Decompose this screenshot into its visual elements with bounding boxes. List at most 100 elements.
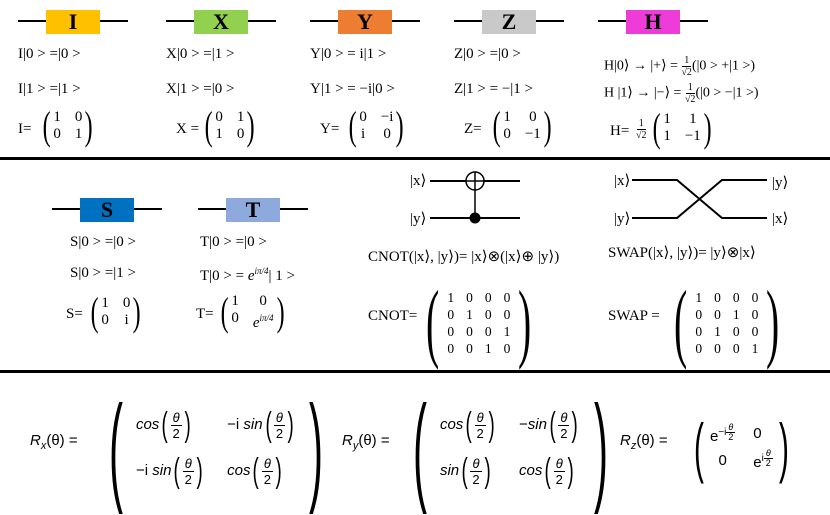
- gate-z-matrix-cell: 1: [503, 109, 511, 125]
- swapmat-cell: 1: [751, 341, 759, 356]
- control-dot-icon: [469, 212, 481, 224]
- gate-h-box: H: [626, 9, 680, 34]
- gate-h-matrix-cell: −1: [684, 128, 701, 144]
- gate-x-box: X: [194, 9, 248, 34]
- gate-i-matrix-cell: 0: [53, 126, 61, 142]
- swapmat-cell: 0: [695, 324, 703, 339]
- gate-x-label: X: [213, 9, 229, 34]
- gate-z-matrix-cell: 0: [503, 126, 511, 142]
- gate-s-matrix-cell: 0: [122, 295, 131, 311]
- gate-t-box: T: [226, 197, 280, 222]
- cnotmat-cell: 0: [503, 290, 511, 305]
- gate-y-matrix-cell: i: [360, 126, 366, 142]
- cnotmat-cell: 0: [503, 341, 511, 356]
- gate-i-eq1: I|0 > =|0 >: [18, 46, 81, 62]
- gate-i-matrix-cell: 1: [53, 109, 61, 125]
- rz-m21: 0: [718, 451, 727, 469]
- gate-i-box: I: [46, 9, 100, 34]
- cnotmat-cell: 0: [484, 324, 492, 339]
- gate-s-label: S: [100, 197, 114, 222]
- swapmat-cell: 1: [732, 307, 740, 322]
- cnot-circuit: [430, 171, 520, 224]
- cnot-input-x: |x⟩: [410, 173, 427, 189]
- gate-s-eq2: S|0 > =|1 >: [70, 265, 136, 281]
- gate-x-eq1: X|0 > =|1 >: [166, 46, 235, 62]
- gate-y-matrix-cell: 0: [359, 109, 367, 125]
- cnotmat-cell: 1: [447, 290, 455, 305]
- gate-h-eq2: H |1⟩ → |−⟩ = 1√2(|0 > −|1 >): [604, 82, 759, 105]
- swap-matrix-label: SWAP =: [608, 308, 660, 324]
- swapmat-cell: 0: [695, 341, 703, 356]
- cnotmat-cell: 0: [466, 290, 473, 305]
- cnot-equation: CNOT(|x⟩, |y⟩)= |x⟩⊗(|x⟩⊕ |y⟩): [368, 249, 560, 265]
- cnotmat-cell: 1: [503, 324, 511, 339]
- swap-input-x: |x⟩: [614, 173, 631, 189]
- gate-y-label: Y: [357, 9, 373, 34]
- gate-h-eq1: H|0⟩ → |+⟩ = 1√2(|0 > +|1 >): [604, 55, 756, 78]
- cnotmat-cell: 1: [466, 307, 473, 322]
- gate-s-matrix-cell: 1: [101, 295, 109, 311]
- cnot-input-y: |y⟩: [410, 211, 427, 227]
- gate-s-box: S: [80, 197, 134, 222]
- swapmat-cell: 0: [751, 290, 759, 305]
- swapmat-cell: 0: [732, 324, 740, 339]
- gate-i-matrix-cell: 1: [74, 126, 83, 142]
- gate-h-matrix-cell: 1: [663, 128, 671, 144]
- gate-z-eq2: Z|1 > = −|1 >: [454, 81, 534, 97]
- gate-y-eq1: Y|0 > = i|1 >: [310, 46, 387, 62]
- ry-label: Ry(θ) =: [342, 432, 390, 452]
- gate-t-matrix-cell: 0: [231, 309, 239, 326]
- swapmat-cell: 1: [695, 290, 703, 305]
- gate-t-matrix-cell: 1: [231, 292, 239, 309]
- swap-wire-2: [632, 179, 767, 219]
- swapmat-cell: 0: [695, 307, 703, 322]
- gate-x-eq2: X|1 > =|0 >: [166, 81, 235, 97]
- swap-output-y: |y⟩: [772, 175, 789, 191]
- swapmat-cell: 0: [714, 341, 721, 356]
- cnotmat-cell: 0: [447, 341, 455, 356]
- rz-m12: 0: [753, 425, 762, 443]
- gate-z-matrix-cell: 0: [529, 109, 537, 125]
- swapmat-cell: 0: [751, 324, 759, 339]
- gate-z-label: Z: [501, 9, 517, 34]
- gate-z-box: Z: [482, 9, 536, 34]
- cnotmat-cell: 0: [503, 307, 511, 322]
- rx-label: Rx(θ) =: [30, 432, 78, 452]
- cnotmat-cell: 0: [447, 307, 455, 322]
- gate-x-matrix-cell: 0: [236, 126, 245, 142]
- gate-y-matrix-cell: 0: [383, 126, 391, 142]
- gate-z-matrix-label: Z=: [464, 121, 482, 137]
- gate-i-matrix-label: I=: [18, 121, 32, 137]
- gate-i-label: I: [68, 9, 78, 34]
- cnotmat-cell: 1: [484, 341, 492, 356]
- separator-bottom: [0, 370, 830, 373]
- gate-t-eq1: T|0 > =|0 >: [200, 234, 267, 250]
- gate-t-matrix-label: T=: [196, 306, 214, 322]
- swapmat-cell: 0: [751, 307, 759, 322]
- gate-t-matrix-cell: 0: [259, 292, 267, 309]
- gate-x-matrix-cell: 1: [215, 126, 223, 142]
- gate-z-matrix-cell: −1: [524, 126, 541, 142]
- swapmat-cell: 0: [732, 341, 740, 356]
- gate-y-box: Y: [338, 9, 392, 34]
- gate-x-matrix-label: X =: [176, 121, 200, 137]
- gate-t-matrix-cell: eiπ/4: [252, 312, 274, 331]
- gate-i-matrix-cell: 0: [74, 109, 83, 125]
